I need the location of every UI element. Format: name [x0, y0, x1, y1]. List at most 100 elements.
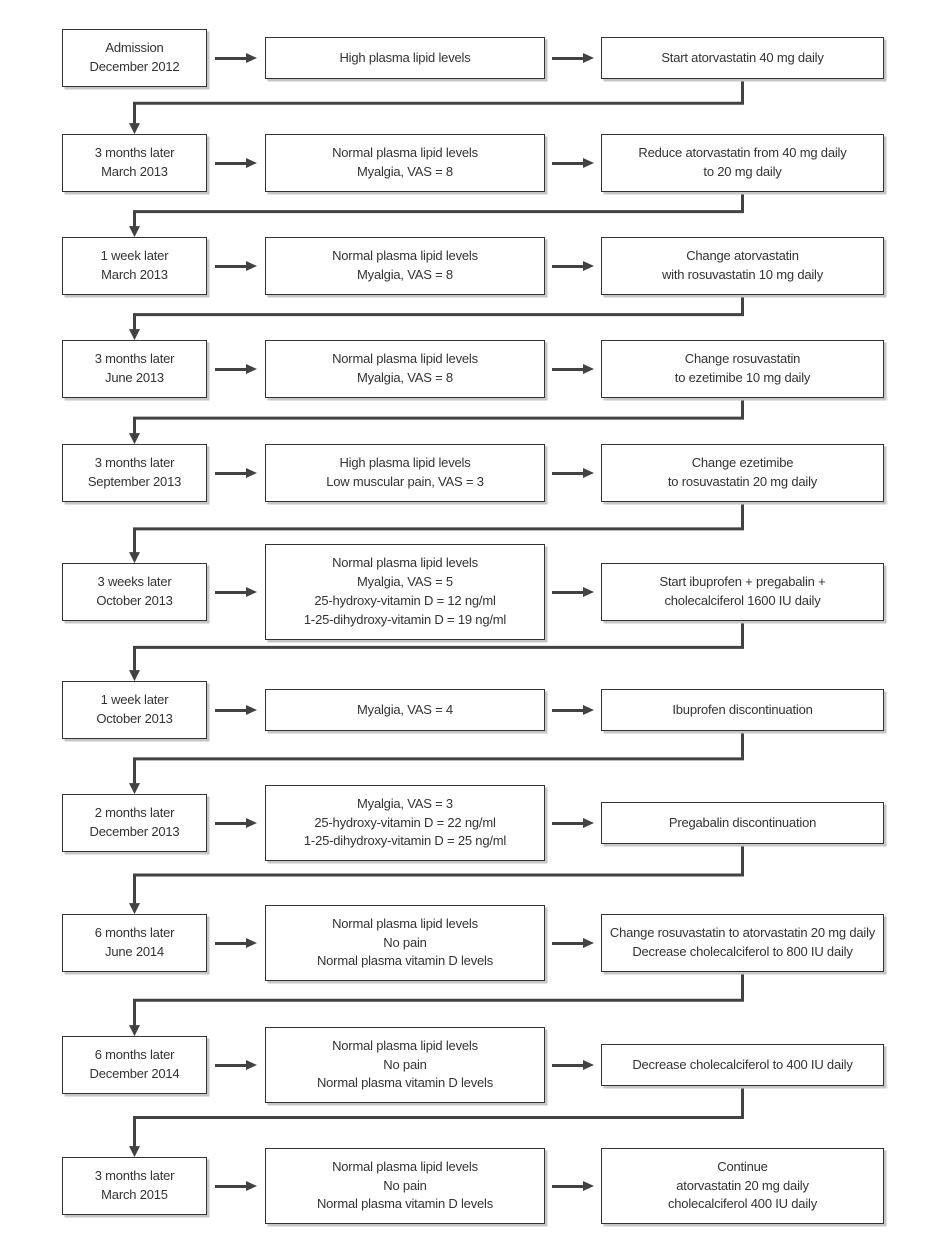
arrow-right-icon — [207, 937, 265, 949]
arrow-right-icon — [545, 467, 601, 479]
text-line: Normal plasma vitamin D levels — [316, 953, 494, 969]
arrow-right-icon — [545, 817, 601, 829]
action-box: Ibuprofen discontinuation — [601, 689, 884, 731]
text-line: Decrease cholecalciferol to 800 IU daily — [632, 944, 853, 959]
arrow-shaft — [215, 471, 246, 475]
text-line: 3 weeks later — [97, 574, 172, 590]
text-line: 3 months later — [94, 351, 175, 367]
arrow-right-icon — [545, 363, 601, 375]
arrow-down-icon — [129, 123, 140, 135]
text-line: October 2013 — [96, 593, 173, 608]
text-line: 25-hydroxy-vitamin D = 12 ng/ml — [314, 593, 496, 608]
arrow-head — [583, 53, 594, 63]
text-line: Start ibuprofen + pregabalin + — [659, 574, 826, 590]
arrow-right-icon — [207, 52, 265, 64]
action-box: Pregabalin discontinuation — [601, 802, 884, 844]
arrow-right-icon — [545, 1180, 601, 1192]
text-line: March 2013 — [101, 164, 168, 179]
text-line: Ibuprofen discontinuation — [672, 701, 813, 717]
arrow-down-icon — [129, 670, 140, 682]
action-box: Change atorvastatin with rosuvastatin 10 … — [601, 237, 884, 295]
text-line: Normal plasma lipid levels — [332, 555, 478, 571]
text-line: December 2014 — [89, 1066, 180, 1081]
text-line: Myalgia, VAS = 8 — [357, 267, 453, 282]
text-line: 3 months later — [94, 455, 175, 471]
arrow-head — [583, 261, 594, 271]
text-line: with rosuvastatin 10 mg daily — [661, 267, 824, 282]
arrow-shaft — [215, 1184, 246, 1188]
arrow-right-icon — [207, 1059, 265, 1071]
text-line: Normal plasma vitamin D levels — [316, 1196, 494, 1212]
text-line: Start atorvastatin 40 mg daily — [661, 49, 824, 65]
action-box: Start atorvastatin 40 mg daily — [601, 37, 884, 79]
text-line: 2 months later — [94, 805, 175, 821]
arrow-right-icon — [545, 260, 601, 272]
arrow-head — [583, 705, 594, 715]
connector-elbow — [133, 730, 744, 785]
arrow-right-icon — [207, 467, 265, 479]
arrow-head — [246, 364, 257, 374]
text-line: to 20 mg daily — [703, 164, 782, 179]
text-line: cholecalciferol 400 IU daily — [667, 1196, 818, 1212]
arrow-head — [246, 1060, 257, 1070]
text-line: 1 week later — [100, 692, 169, 708]
text-line: October 2013 — [96, 711, 173, 726]
text-line: No pain — [383, 1177, 427, 1193]
text-line: March 2015 — [101, 1187, 168, 1202]
arrow-shaft — [552, 471, 583, 475]
text-line: Admission — [105, 40, 164, 56]
arrow-shaft — [215, 941, 246, 945]
arrow-head — [583, 468, 594, 478]
arrow-shaft — [215, 367, 246, 371]
arrow-head — [246, 158, 257, 168]
arrow-right-icon — [545, 157, 601, 169]
arrow-head — [246, 587, 257, 597]
arrow-shaft — [552, 264, 583, 268]
arrow-shaft — [215, 161, 246, 165]
text-line: 1-25-dihydroxy-vitamin D = 19 ng/ml — [303, 611, 507, 627]
text-line: Decrease cholecalciferol to 400 IU daily — [632, 1056, 853, 1072]
arrow-shaft — [215, 1063, 246, 1067]
arrow-shaft — [215, 708, 246, 712]
text-line: No pain — [383, 934, 427, 950]
text-line: March 2013 — [101, 267, 168, 282]
text-line: Change ezetimibe — [691, 455, 794, 471]
text-line: Reduce atorvastatin from 40 mg daily — [638, 145, 847, 161]
action-box: Change rosuvastatin to atorvastatin 20 m… — [601, 914, 884, 972]
arrow-right-icon — [207, 704, 265, 716]
arrow-right-icon — [207, 157, 265, 169]
arrow-right-icon — [207, 260, 265, 272]
arrow-shaft — [552, 590, 583, 594]
arrow-shaft — [552, 161, 583, 165]
text-line: Change atorvastatin — [686, 248, 799, 264]
arrow-shaft — [552, 56, 583, 60]
arrow-right-icon — [207, 1180, 265, 1192]
arrow-down-icon — [129, 1025, 140, 1037]
arrow-head — [246, 938, 257, 948]
arrow-shaft — [215, 590, 246, 594]
text-line: 3 months later — [94, 145, 175, 161]
connector-elbow — [133, 78, 744, 125]
text-line: Normal plasma vitamin D levels — [316, 1075, 494, 1091]
text-line: Myalgia, VAS = 8 — [357, 370, 453, 385]
connector-elbow — [133, 293, 744, 331]
text-line: High plasma lipid levels — [339, 455, 471, 471]
arrow-down-icon — [129, 226, 140, 238]
arrow-right-icon — [545, 704, 601, 716]
